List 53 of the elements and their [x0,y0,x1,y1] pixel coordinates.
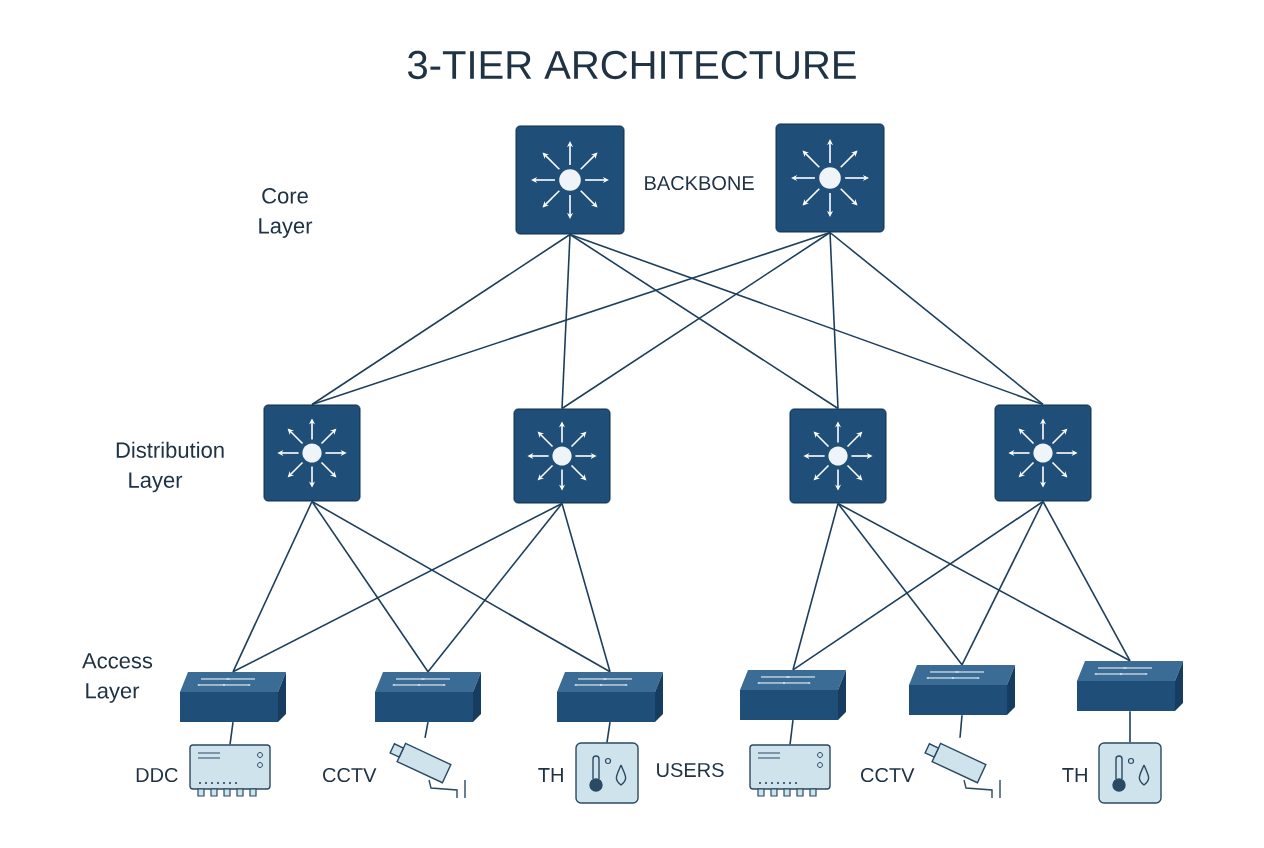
device-label: CCTV [323,767,377,783]
device-label: TH [1062,768,1087,782]
camera-icon [924,742,1001,799]
connection-line [569,233,1044,406]
switch-box [740,670,846,720]
connection-line [792,502,839,671]
connection-line [837,502,963,666]
connection-line [424,721,429,739]
switch-box [557,672,663,722]
router-icon [515,125,625,235]
connection-line [792,500,1044,671]
device-label: TH [538,768,563,782]
connection-line [311,231,831,406]
switch-box [375,672,481,722]
switch-box [180,672,286,722]
router-icon [263,404,361,502]
connection-line [829,231,839,410]
connection-line [561,233,571,410]
router-icon [513,408,611,504]
connection-line [1042,500,1131,662]
layer-label: Distribution Layer [116,441,224,493]
connection-line [789,719,794,746]
switch-box [1077,661,1183,711]
controller-icon [189,744,271,797]
connection-line [959,714,963,739]
layer-label: Access Layer [82,653,153,703]
device-label: USERS [657,762,724,778]
camera-icon [389,742,466,799]
switch-box [909,665,1015,715]
router-icon [775,123,885,233]
sensor-icon [1098,742,1162,804]
connection-line [232,500,313,673]
connection-line [961,500,1044,666]
sensor-icon [575,742,639,804]
connection-line [311,233,571,406]
device-label: DDC [136,767,178,783]
connection-line [1129,710,1131,744]
connection-line [232,502,563,673]
controller-icon [749,744,831,797]
layer-label: Core Layer [259,188,313,238]
connection-line [829,231,1044,406]
title: 3-TIER ARCHITECTURE [407,50,856,80]
device-label: BACKBONE [645,175,754,191]
router-icon [789,408,887,504]
connection-line [311,500,611,673]
connection-line [229,721,234,746]
connection-line [606,721,611,744]
device-label: CCTV [861,767,915,783]
router-icon [994,404,1092,502]
connection-line [837,502,1131,662]
connection-line [561,502,611,673]
connection-line [427,502,563,673]
connection-line [311,500,429,673]
